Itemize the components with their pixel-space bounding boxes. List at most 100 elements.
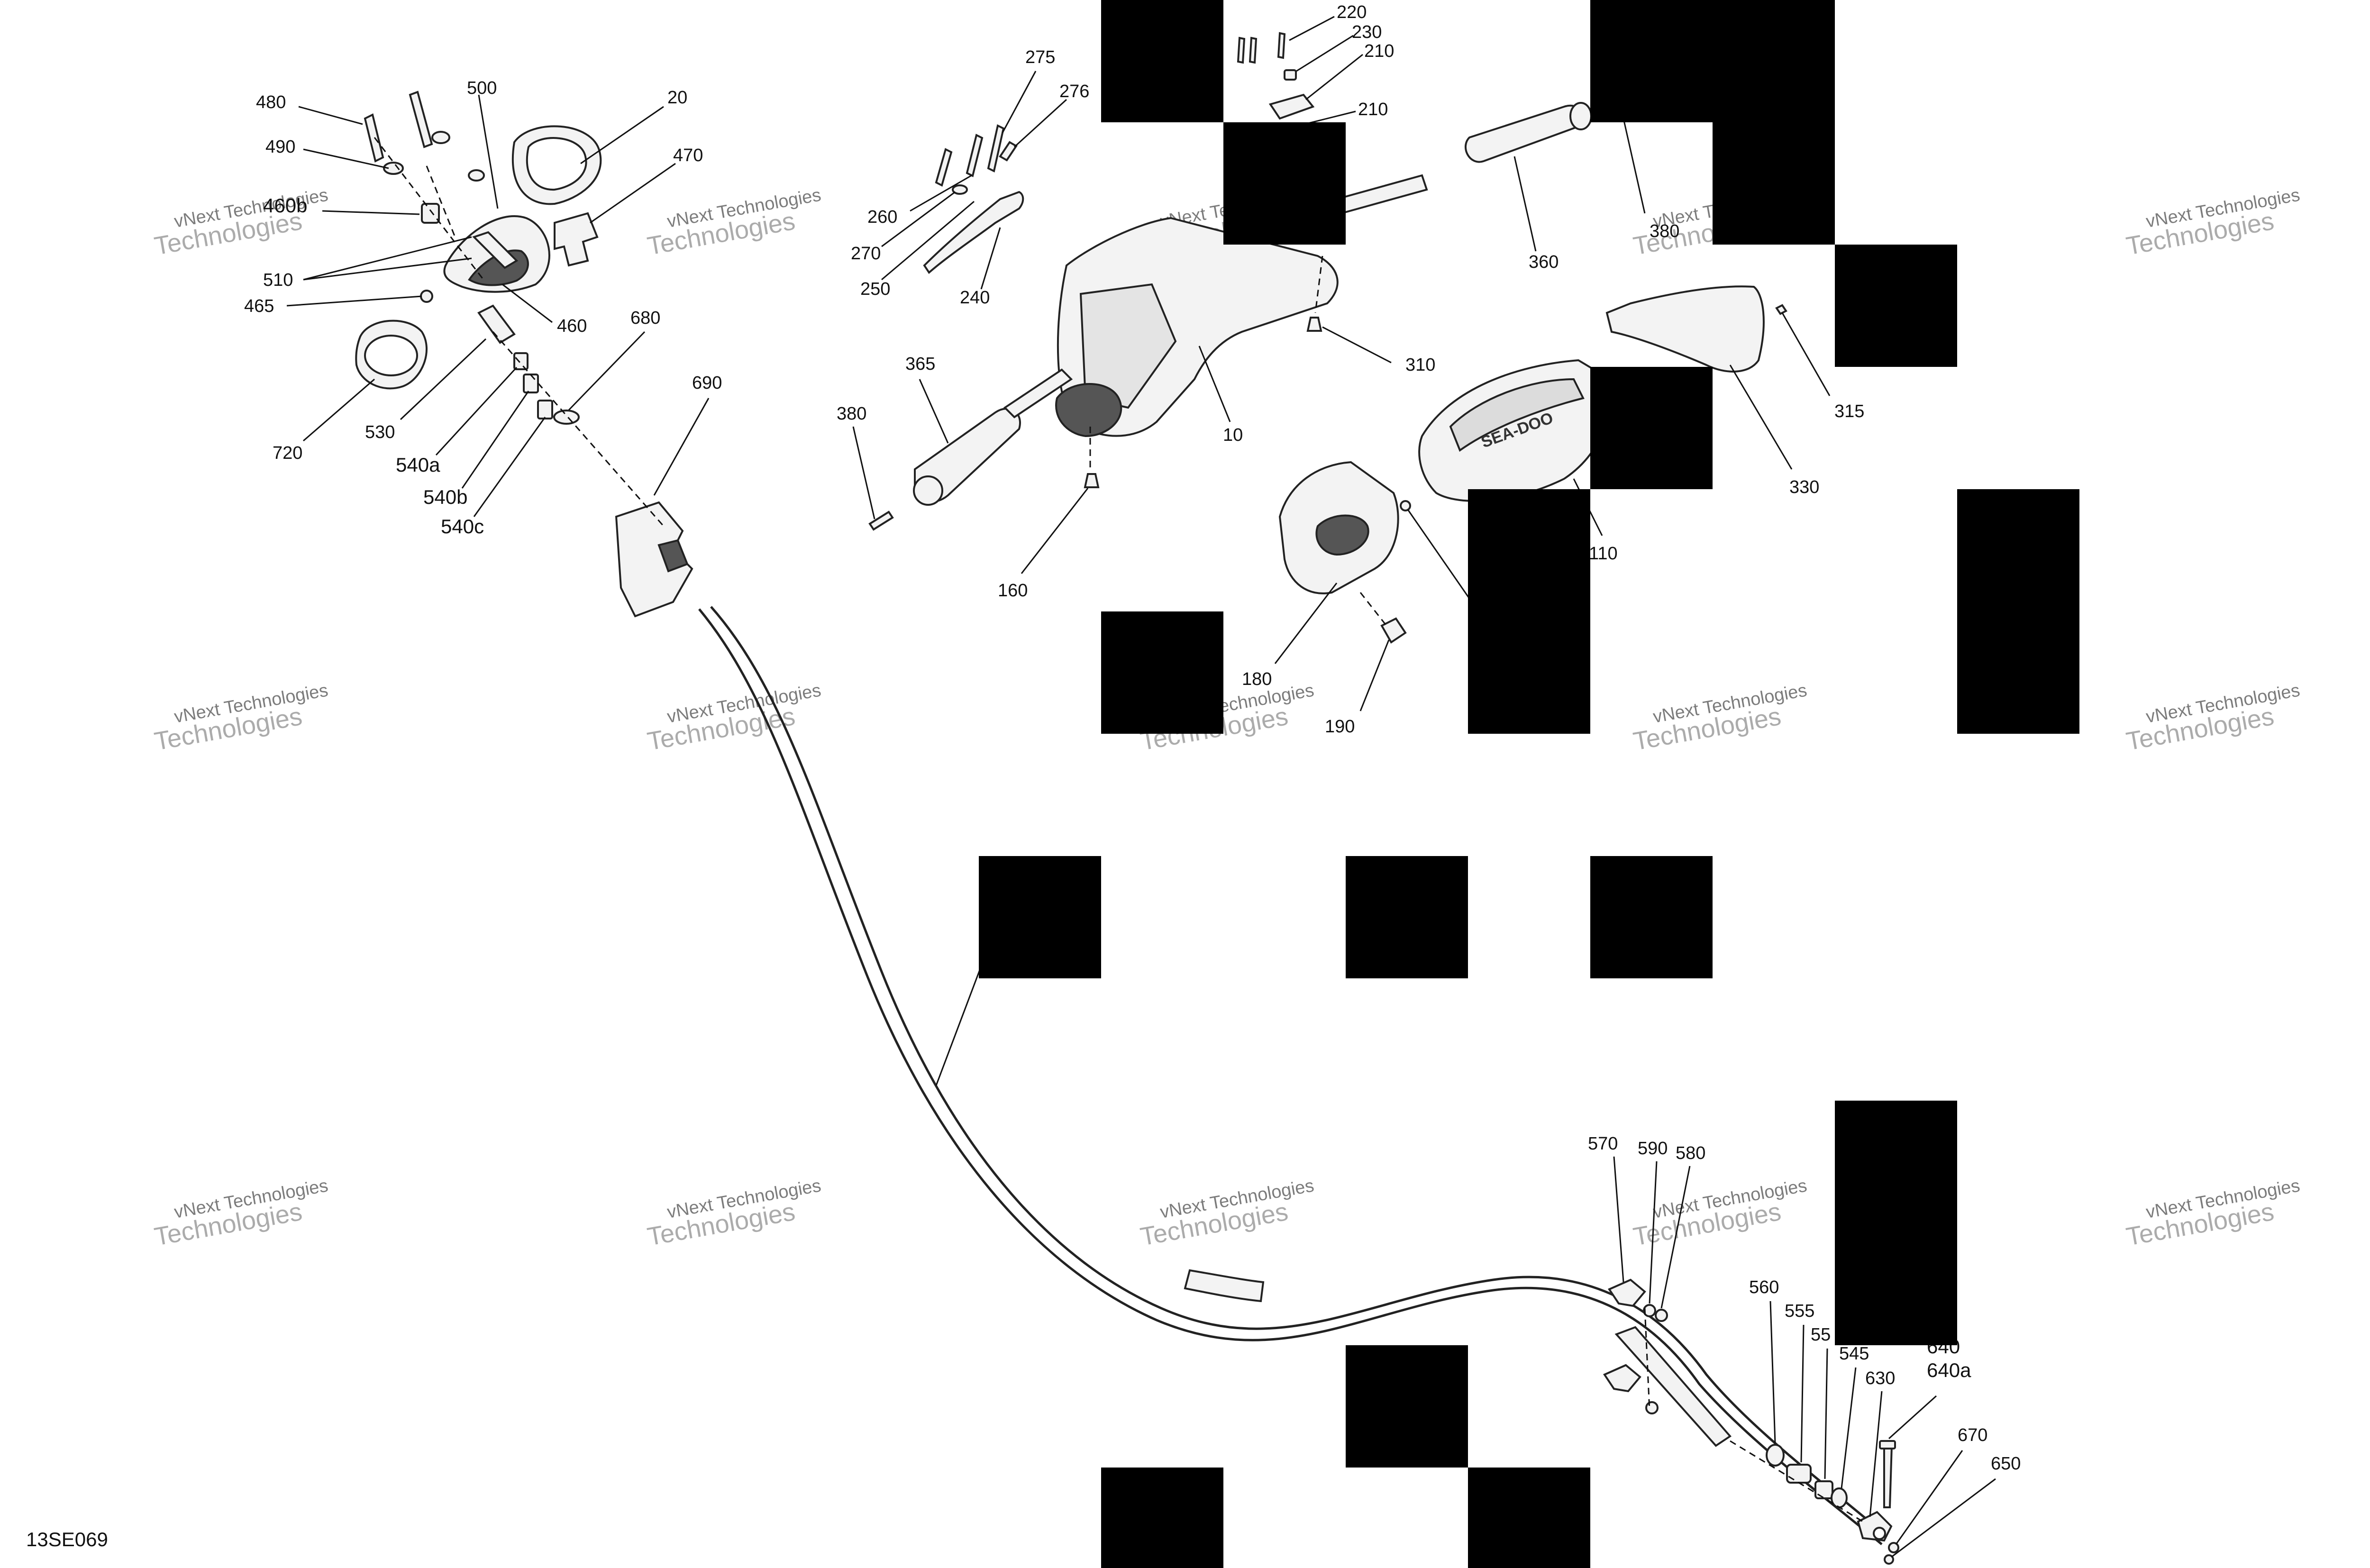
diagram-code: 13SE069 — [26, 1528, 108, 1550]
bracket-470 — [554, 212, 599, 267]
screw-315 — [1775, 304, 1787, 315]
washer-680 — [553, 410, 580, 425]
leader-460b — [322, 210, 420, 215]
callout-630: 630 — [1865, 1368, 1895, 1388]
callout-460: 460 — [557, 316, 587, 336]
callout-210b: 210 — [1358, 100, 1388, 119]
leader-480 — [298, 106, 363, 125]
assembly-axis — [492, 331, 665, 527]
cable-adjuster — [657, 539, 689, 573]
leader-680 — [568, 331, 646, 411]
throttle-cable — [710, 606, 1887, 1537]
redaction-blocks — [979, 0, 2079, 1568]
lever-510 — [472, 231, 519, 269]
screw-160 — [1084, 473, 1100, 488]
throttle-cable-inner — [698, 608, 1883, 1545]
grip-end-cap — [913, 475, 943, 506]
redaction-block — [1590, 0, 1713, 122]
callout-20: 20 — [667, 88, 687, 108]
leader-500 — [478, 94, 499, 209]
redaction-block — [1468, 1468, 1590, 1568]
callout-330: 330 — [1789, 477, 1819, 497]
bushing-555 — [1786, 1464, 1812, 1484]
callout-360: 360 — [1529, 252, 1559, 272]
leader-360 — [1513, 156, 1537, 252]
callout-530: 530 — [365, 422, 395, 442]
bolt-part — [966, 134, 984, 177]
leader-690 — [653, 398, 710, 496]
assembly-axis — [1644, 1308, 1650, 1411]
callout-315: 315 — [1834, 401, 1864, 421]
handlebar-housing-detail — [1079, 283, 1177, 409]
leader-555 — [1800, 1324, 1805, 1463]
leader-530 — [400, 338, 487, 420]
cable-end-hardware — [1603, 1278, 1899, 1565]
watermark: vNext Technologies Technologies — [2124, 680, 2301, 756]
callout-650: 650 — [1991, 1454, 2021, 1474]
callout-270: 270 — [851, 244, 881, 264]
callout-510: 510 — [263, 270, 293, 290]
callout-220: 220 — [1337, 2, 1367, 22]
leader-590 — [1649, 1161, 1658, 1304]
handlebar-assembly — [868, 32, 1592, 531]
leader-540a — [435, 366, 518, 456]
nut-580 — [1655, 1309, 1668, 1322]
washer-490 — [383, 162, 404, 175]
cable-housing-690 — [615, 501, 693, 618]
screw-part — [1237, 36, 1246, 64]
redaction-block — [1101, 611, 1223, 734]
callout-460b: 460b — [263, 194, 307, 217]
nut-230 — [1284, 69, 1297, 81]
callout-490: 490 — [265, 137, 295, 157]
callout-160: 160 — [998, 581, 1028, 601]
leader-365 — [919, 379, 949, 444]
cover-330 — [1605, 285, 1765, 373]
leader-220 — [1289, 16, 1335, 41]
callout-720: 720 — [273, 443, 302, 463]
callout-555: 555 — [1785, 1301, 1814, 1321]
grip-360 — [1464, 104, 1584, 163]
leader-490 — [303, 148, 389, 169]
redaction-block — [1468, 489, 1590, 734]
spacer-540a — [513, 352, 529, 370]
leader-275 — [1002, 71, 1037, 133]
leader-330 — [1729, 365, 1793, 470]
callout-180: 180 — [1242, 669, 1272, 689]
rod-end-630-eye — [1873, 1527, 1886, 1540]
cable-sleeve — [1184, 1269, 1265, 1303]
callout-545: 545 — [1839, 1344, 1869, 1364]
washer-650 — [1884, 1554, 1894, 1565]
leader-510b — [303, 257, 472, 281]
bolt-275 — [987, 124, 1005, 173]
connector-530 — [477, 304, 516, 344]
ring-20-inner — [526, 137, 587, 191]
leader-210a — [1305, 54, 1363, 100]
leader-cable — [935, 959, 984, 1086]
top-cover-110-stripe — [1449, 378, 1585, 452]
washer-545 — [1831, 1487, 1848, 1508]
redaction-block — [1346, 1345, 1468, 1468]
bolt-part — [935, 148, 953, 187]
leader-180 — [1274, 583, 1338, 664]
cable-ferrule — [1614, 1326, 1732, 1447]
callout-540a: 540a — [396, 454, 440, 476]
leader-540b — [461, 391, 529, 489]
handlebar-tube — [1003, 368, 1073, 419]
callout-590: 590 — [1638, 1139, 1668, 1158]
callout-10: 10 — [1223, 425, 1243, 445]
assembly-axis — [1359, 592, 1387, 626]
callout-210a: 210 — [1364, 41, 1394, 61]
leader-260 — [910, 174, 972, 212]
assembly-axis — [1314, 255, 1323, 313]
redaction-block — [1346, 856, 1468, 978]
callout-465: 465 — [244, 296, 274, 316]
screw-310 — [1306, 317, 1322, 332]
cover-720-face — [364, 335, 418, 376]
redaction-block — [1957, 489, 2079, 734]
bracket-570 — [1608, 1278, 1646, 1307]
redaction-block — [1835, 245, 1957, 367]
leader-380a — [852, 426, 875, 520]
leader-230 — [1296, 35, 1354, 72]
throttle-lever-assembly — [355, 91, 693, 618]
spacer-540c — [537, 400, 553, 419]
